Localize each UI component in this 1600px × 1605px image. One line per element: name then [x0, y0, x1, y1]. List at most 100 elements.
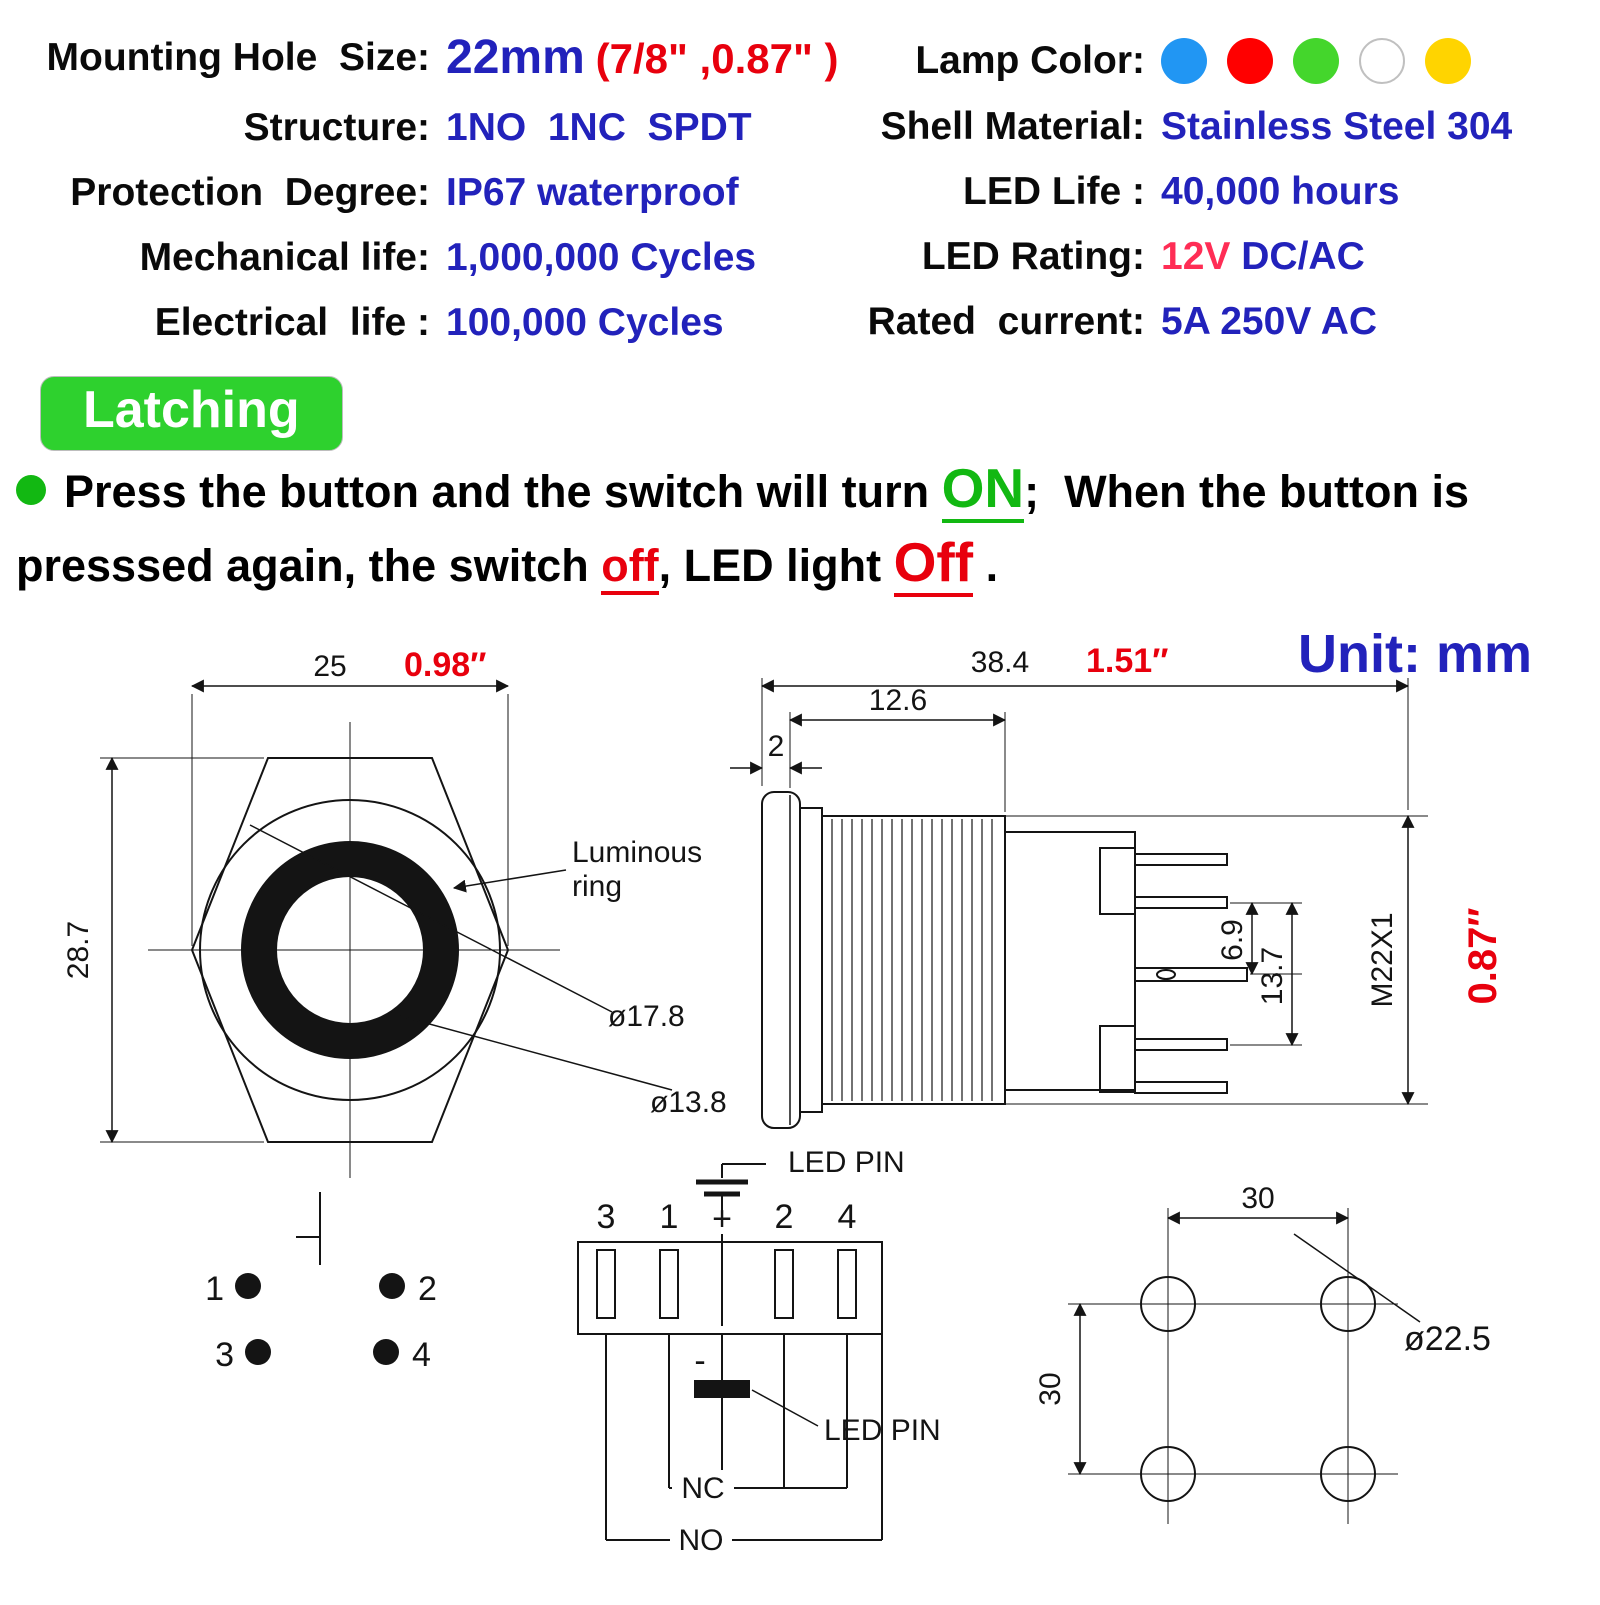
specs-right-column: Lamp Color: Shell Material: Stainless St… [820, 38, 1512, 344]
pin-number-diagram [235, 1192, 405, 1365]
spec-label: Structure: [243, 106, 430, 149]
pin-slot [1156, 969, 1176, 980]
front-view-drawing [100, 679, 673, 1178]
terminal-block-bottom [1099, 1025, 1136, 1093]
mounting-hole [1140, 1276, 1196, 1332]
spec-label: Mounting Hole Size: [46, 35, 430, 79]
spec-label: Protection Degree: [70, 171, 430, 214]
spec-value: 40,000 hours [1161, 170, 1400, 213]
spec-label: LED Life : [963, 170, 1145, 213]
dim-pin-gap2: 13.7 [1256, 947, 1289, 1005]
threaded-body [821, 815, 1006, 1105]
led-element [694, 1380, 750, 1398]
dim-thread-length: 12.6 [869, 684, 927, 717]
terminal-pin-center [1134, 967, 1248, 982]
pin-dot-3 [245, 1339, 271, 1365]
spec-label: Shell Material: [880, 105, 1145, 148]
spec-label: Mechanical life: [139, 236, 430, 279]
technical-drawings: 25 0.98″ 28.7 Luminous ring ø17.8 ø13.8 [0, 620, 1600, 1600]
wiring-schematic [577, 1163, 883, 1556]
schematic-pin-4: 4 [838, 1198, 857, 1236]
luminous-ring-label-1: Luminous [572, 836, 702, 869]
leader-hole-dia [1293, 1233, 1421, 1323]
desc-off: off [601, 539, 659, 595]
dim-pitch-h: 30 [1241, 1182, 1274, 1215]
dim-pin-gap1: 6.9 [1216, 919, 1249, 961]
pin-number-2: 2 [418, 1270, 437, 1308]
spec-value: 5A 250V AC [1161, 300, 1378, 343]
spec-value: 1NO 1NC SPDT [446, 106, 752, 149]
dim-cap-thickness: 2 [768, 730, 785, 763]
led-rating-type: DC/AC [1230, 235, 1365, 278]
terminal-pin [1134, 896, 1228, 909]
leader-luminous-ring [452, 869, 567, 893]
pin-number-1: 1 [205, 1270, 224, 1308]
luminous-ring-label-2: ring [572, 870, 622, 903]
terminal-pin [1134, 853, 1228, 866]
mounting-hole [1320, 1276, 1376, 1332]
dim-front-width-inch: 0.98″ [404, 646, 486, 684]
dim-side-total-mm: 38.4 [971, 646, 1029, 679]
leader-dia-outer [249, 824, 613, 1013]
dia-outer-label: ø17.8 [608, 1000, 685, 1033]
desc-part4: . [973, 539, 999, 591]
mounting-pattern [1068, 1208, 1421, 1524]
side-view-drawing [730, 678, 1428, 1129]
spec-value: 22mm (7/8" ,0.87" ) [446, 30, 839, 85]
desc-off2: Off [893, 530, 974, 597]
desc-part1: Press the button and the switch will tur… [64, 466, 942, 517]
terminal-1 [659, 1249, 679, 1319]
mounting-hole-size-inch: (7/8" ,0.87" ) [595, 35, 839, 82]
pin-number-4: 4 [412, 1336, 431, 1374]
spec-value: 12V DC/AC [1161, 235, 1512, 279]
flange [799, 807, 823, 1113]
thread-spec-label: M22X1 [1366, 912, 1399, 1007]
desc-part3: , LED light [658, 539, 894, 591]
led-bottom-leader [751, 1389, 819, 1427]
spec-value: 100,000 Cycles [446, 301, 724, 344]
pin-dot-4 [373, 1339, 399, 1365]
dim-side-total-inch: 1.51″ [1086, 642, 1168, 680]
terminal-block-top [1099, 847, 1136, 915]
spec-value: IP67 waterproof [446, 171, 739, 214]
led-pin-top-label: LED PIN [788, 1146, 905, 1179]
terminal-pin [1134, 1081, 1228, 1094]
dim-front-width-mm: 25 [313, 650, 346, 683]
spec-label: Electrical life : [154, 301, 430, 344]
schematic-pin-3: 3 [597, 1198, 616, 1236]
schematic-pin-1: 1 [660, 1198, 679, 1236]
desc-on: ON [941, 457, 1025, 523]
lamp-color-swatches [1161, 38, 1512, 84]
lamp-color-swatch-blue [1161, 38, 1207, 84]
schematic-pin-plus: + [712, 1200, 732, 1238]
leader-dia-inner [399, 1015, 673, 1091]
unit-label: Unit: mm [1298, 624, 1532, 684]
specs-left-column: Mounting Hole Size: 22mm (7/8" ,0.87" ) … [20, 30, 839, 345]
pin-dot-1 [235, 1273, 261, 1299]
led-rating-voltage: 12V [1161, 235, 1231, 278]
mounting-hole-size-mm: 22mm [446, 31, 585, 84]
dim-front-height-mm: 28.7 [62, 921, 95, 979]
desc-part2: ; When the button is presssed again, the… [16, 466, 1482, 591]
bullet-icon [16, 475, 46, 506]
drawings-svg: 25 0.98″ 28.7 Luminous ring ø17.8 ø13.8 [62, 624, 1532, 1557]
lamp-color-swatch-red [1227, 38, 1273, 84]
terminal-3 [596, 1249, 616, 1319]
nc-label: NC [681, 1472, 724, 1505]
spec-label: LED Rating: [921, 235, 1145, 278]
lamp-color-swatch-yellow [1425, 38, 1471, 84]
function-description: Press the button and the switch will tur… [16, 452, 1586, 599]
dia-inner-label: ø13.8 [650, 1086, 727, 1119]
spec-label: Lamp Color: [915, 39, 1145, 82]
button-cap [761, 791, 801, 1129]
thread-lines [831, 819, 993, 1101]
mounting-hole [1140, 1446, 1196, 1502]
spec-value: 1,000,000 Cycles [446, 236, 757, 279]
no-label: NO [679, 1524, 724, 1557]
schematic-pin-2: 2 [775, 1198, 794, 1236]
hole-dia-label: ø22.5 [1404, 1320, 1491, 1358]
mounting-hole [1320, 1446, 1376, 1502]
pin-number-3: 3 [215, 1336, 234, 1374]
dim-pitch-v: 30 [1034, 1372, 1067, 1405]
